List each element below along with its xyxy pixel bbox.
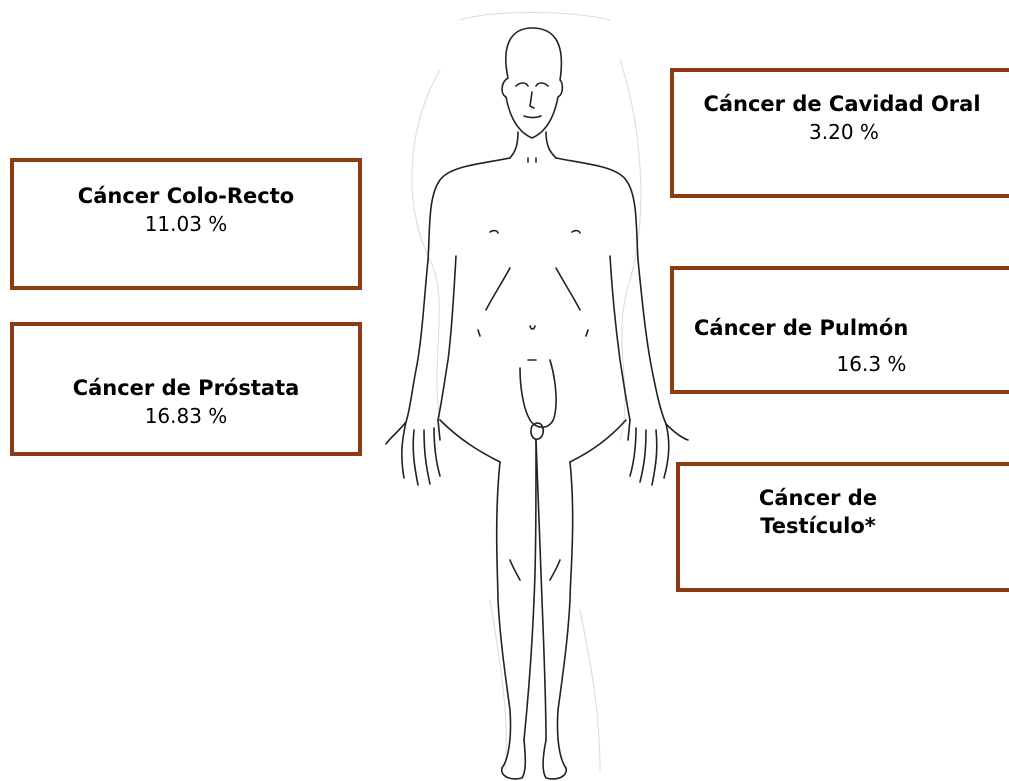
card-value: 16.83 %: [14, 402, 358, 430]
card-prostate: Cáncer de Próstata 16.83 %: [10, 322, 362, 456]
male-body-outline-icon: [370, 0, 700, 781]
card-value: 16.3 %: [674, 350, 1009, 378]
card-title: Cáncer de Pulmón: [674, 314, 1009, 342]
card-colorectal: Cáncer Colo-Recto 11.03 %: [10, 158, 362, 290]
card-title: Cáncer de Próstata: [14, 374, 358, 402]
card-oral-cavity: Cáncer de Cavidad Oral 3.20 %: [670, 68, 1009, 198]
card-value: 11.03 %: [14, 210, 358, 238]
card-title: Cáncer de Testículo*: [698, 484, 938, 540]
card-title: Cáncer Colo-Recto: [14, 182, 358, 210]
background-sketch: [412, 13, 641, 771]
card-lung: Cáncer de Pulmón 16.3 %: [670, 266, 1009, 394]
card-testicle: Cáncer de Testículo*: [676, 462, 1009, 592]
card-title: Cáncer de Cavidad Oral: [702, 90, 982, 118]
card-value: 3.20 %: [704, 118, 984, 146]
